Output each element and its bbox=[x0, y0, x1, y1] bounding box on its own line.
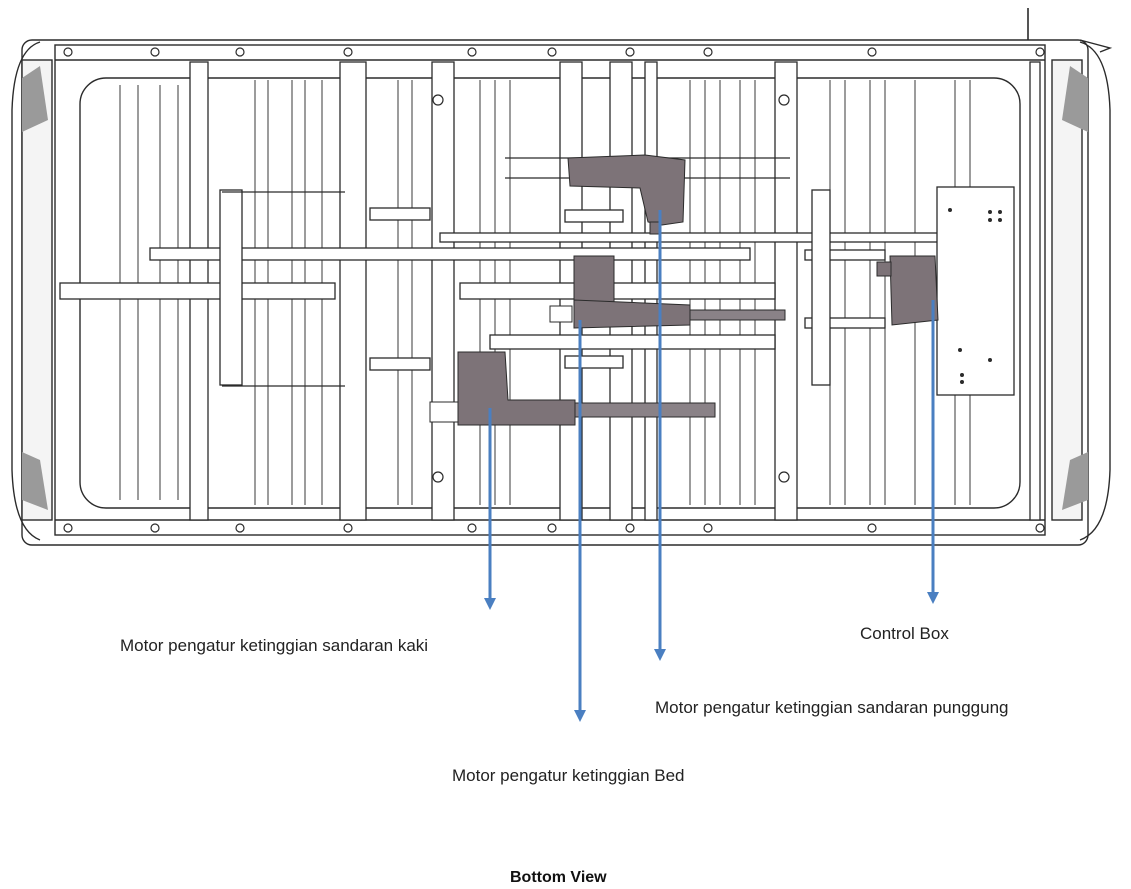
control-box bbox=[876, 255, 939, 326]
control-box-plate bbox=[936, 186, 1015, 396]
label-bed-motor: Motor pengatur ketinggian Bed bbox=[452, 766, 685, 785]
label-foot-motor: Motor pengatur ketinggian sandaran kaki bbox=[120, 636, 429, 655]
back-rest-motor bbox=[567, 154, 686, 235]
arrows bbox=[484, 210, 939, 722]
foot-rest-motor bbox=[429, 351, 716, 426]
inner-frame bbox=[54, 44, 1046, 536]
view-title: Bottom View bbox=[510, 869, 607, 886]
bolt-holes bbox=[63, 47, 1045, 533]
label-control-box: Control Box bbox=[860, 624, 949, 643]
label-back-motor: Motor pengatur ketinggian sandaran pungg… bbox=[655, 698, 1009, 717]
bed-frame bbox=[11, 8, 1113, 546]
outer-bumper-right bbox=[1079, 41, 1111, 541]
outer-bumper-left bbox=[11, 41, 41, 541]
